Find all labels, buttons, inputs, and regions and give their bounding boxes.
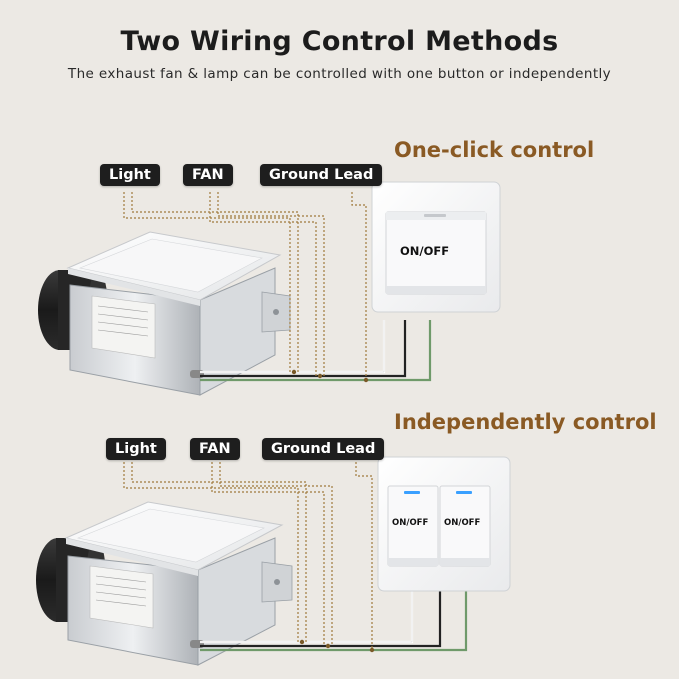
switch-label-left: ON/OFF <box>392 518 429 528</box>
indicator-led-icon <box>404 491 420 494</box>
tag-fan-top: FAN <box>183 164 233 186</box>
tag-light-top: Light <box>100 164 160 186</box>
switch-label-single: ON/OFF <box>400 244 450 258</box>
tag-ground-lead-top: Ground Lead <box>260 164 383 186</box>
page-title: Two Wiring Control Methods <box>120 26 559 57</box>
section-title-one-click: One-click control <box>394 138 595 162</box>
tag-fan-bottom: FAN <box>190 438 240 460</box>
fan-unit-bottom <box>36 501 293 666</box>
wires-top <box>123 192 432 383</box>
section-title-independent: Independently control <box>394 410 657 434</box>
wires-bottom <box>123 462 468 653</box>
switch-single <box>371 181 501 313</box>
switch-label-right: ON/OFF <box>444 518 481 528</box>
page-subtitle: The exhaust fan & lamp can be controlled… <box>67 66 612 82</box>
tag-ground-lead-bottom: Ground Lead <box>262 438 385 460</box>
indicator-led-icon <box>456 491 472 494</box>
switch-double <box>377 456 511 592</box>
fan-unit-top <box>38 231 291 396</box>
tag-light-bottom: Light <box>106 438 166 460</box>
